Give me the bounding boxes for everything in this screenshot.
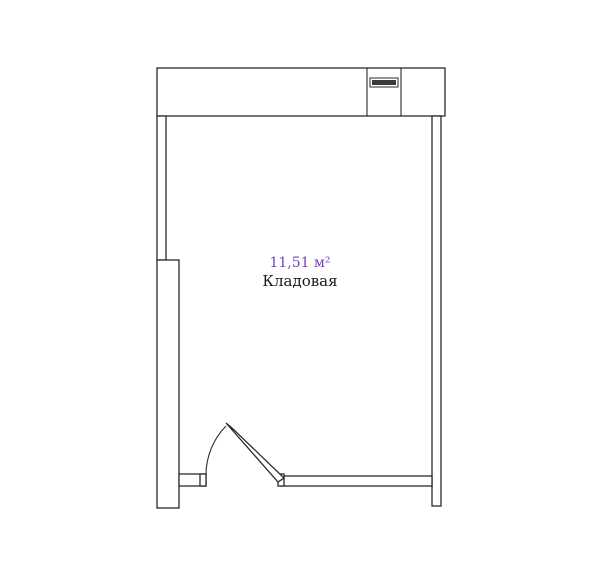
- right-wall: [431, 115, 442, 507]
- left-wall-upper: [156, 115, 167, 261]
- radiator-icon: [369, 77, 399, 88]
- room-name-label: Кладовая: [262, 272, 338, 290]
- room-area-label: 11,51 м²: [269, 255, 331, 271]
- door-swing-icon: [205, 422, 286, 483]
- top-wall: [156, 67, 446, 117]
- door-jamb-left: [199, 473, 207, 487]
- bottom-wall-right: [280, 475, 433, 487]
- left-wall-lower: [156, 259, 180, 509]
